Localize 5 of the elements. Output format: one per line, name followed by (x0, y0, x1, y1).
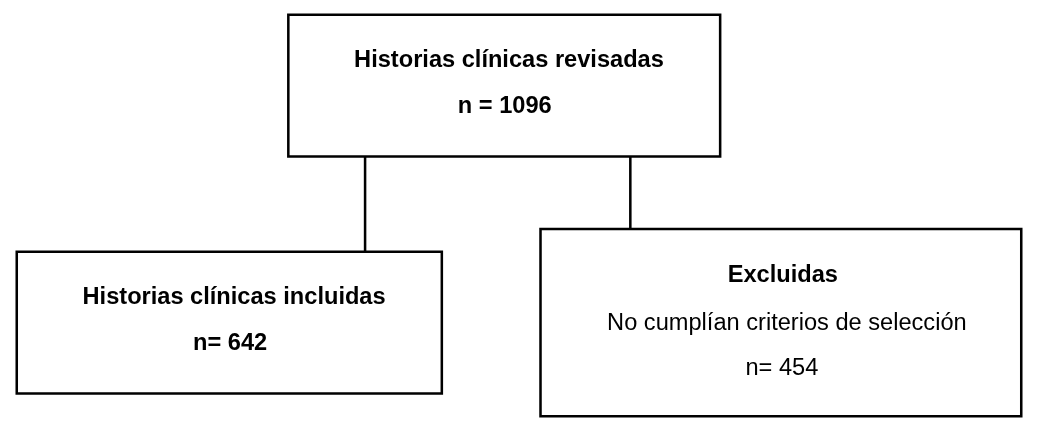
connector (363, 156, 366, 252)
node-box: Excluidas No cumplían criterios de selección n= 454 (538, 227, 1022, 418)
node-box: Historias clínicas revisadas n = 1096 (286, 13, 721, 158)
connector (628, 156, 632, 229)
node-box: Historias clínicas incluidas n= 642 (15, 250, 443, 395)
